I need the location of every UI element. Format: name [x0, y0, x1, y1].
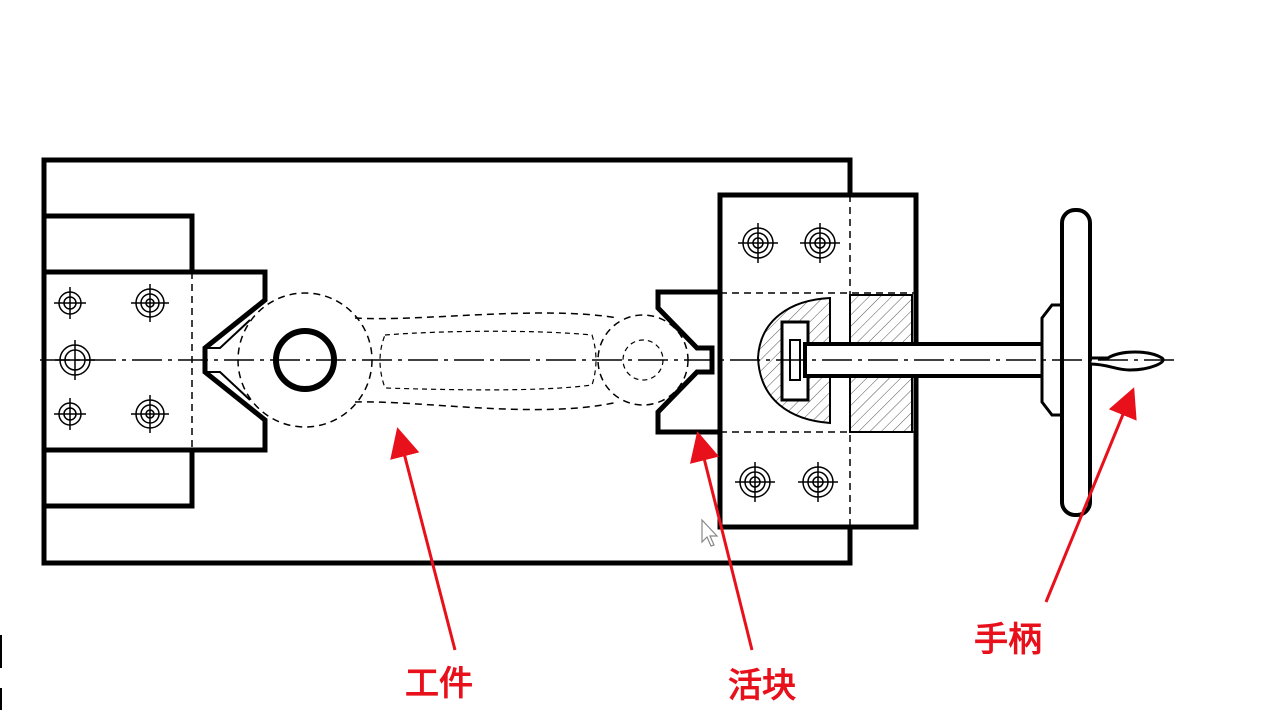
screw-hole-icon	[735, 462, 775, 502]
workpiece-arrow	[390, 427, 457, 651]
handle-grip	[1088, 350, 1165, 372]
handle-label: 手柄	[974, 620, 1042, 660]
screw-hole-icon	[738, 223, 778, 263]
sliding-v-block	[655, 289, 720, 435]
handwheel-rim	[1060, 208, 1092, 517]
screw-hole-icon	[54, 287, 86, 319]
screw-hole-icon	[798, 462, 838, 502]
right-bolt-holes	[735, 223, 840, 502]
sliding-block-arrow	[689, 431, 754, 651]
screw-hole-icon	[800, 223, 840, 263]
left-fixed-block	[41, 213, 268, 509]
workpiece-label: 工件	[405, 664, 473, 704]
screw-hole-icon	[54, 398, 86, 430]
screw-hole-icon	[131, 395, 169, 433]
screw-hole-icon	[131, 284, 169, 322]
sliding-block-label: 活块	[728, 666, 796, 706]
handle-arrow	[1044, 387, 1137, 603]
workpiece-rod-outline	[354, 312, 619, 411]
handwheel	[1040, 208, 1165, 517]
mouse-pointer-icon	[701, 518, 719, 547]
workpiece-big-end	[237, 292, 373, 428]
callout-arrows	[390, 387, 1137, 651]
